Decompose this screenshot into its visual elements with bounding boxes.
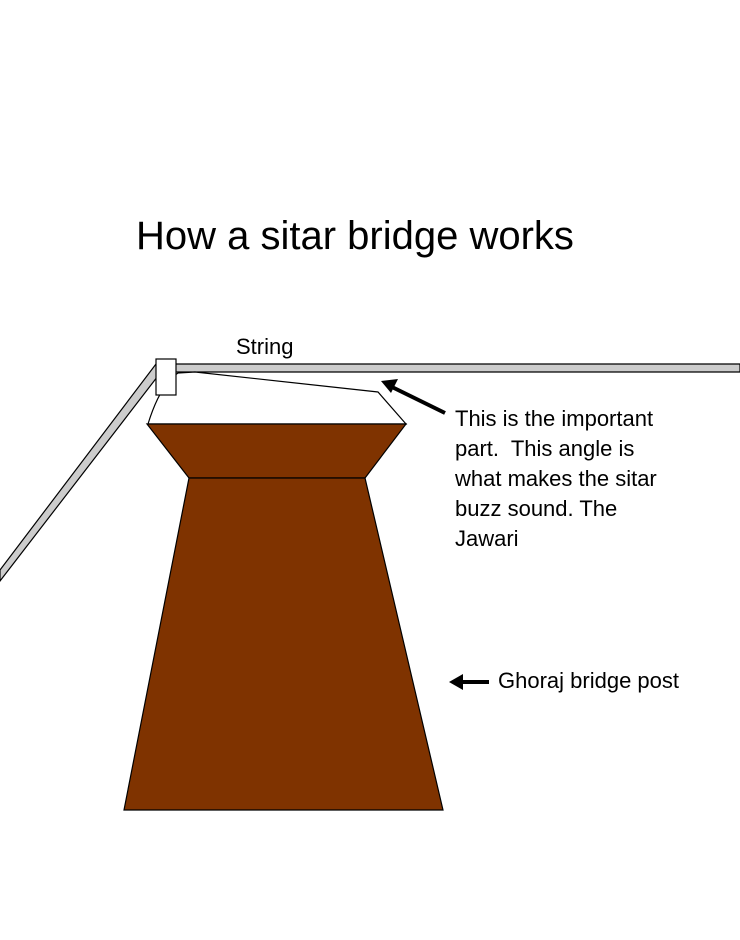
- string-label: String: [236, 334, 294, 359]
- string-horizontal: [171, 363, 740, 373]
- jawari-arrow-icon: [381, 379, 446, 415]
- bridge-upper-block: [145, 423, 408, 479]
- diagram-title: How a sitar bridge works: [136, 214, 574, 258]
- string-diagonal: [0, 362, 162, 582]
- ghoraj-bridge-post: [123, 477, 444, 811]
- bridge-post-label: Ghoraj bridge post: [498, 668, 679, 693]
- bridge-post-arrow-icon: [449, 674, 489, 690]
- string-notch: [155, 358, 177, 396]
- jawari-annotation: This is the important part. This angle i…: [455, 406, 657, 551]
- jawari-bone-top: [147, 371, 408, 425]
